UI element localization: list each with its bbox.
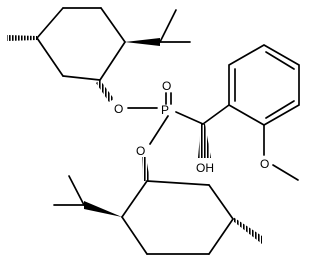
molecule-drawing: O O P O OH O <box>7 7 300 255</box>
phosphonate-core <box>127 92 204 145</box>
ester-hash-bond <box>96 80 114 102</box>
oxygen-label-lower: O <box>136 144 145 158</box>
structure-canvas: O O P O OH O <box>7 7 300 255</box>
isopropyl-wedge-bond <box>125 38 160 46</box>
lower-menthyl-ring <box>53 157 262 255</box>
methyl-hash-bond <box>7 35 37 41</box>
hydroxyl-hash-bond <box>198 124 211 158</box>
oxygen-label-upper: O <box>114 102 123 116</box>
hydroxyl-label: OH <box>196 161 214 175</box>
isopropyl-wedge-bond-lower <box>84 201 122 217</box>
phosphorus-label: P <box>161 103 169 117</box>
double-bond-oxygen-label: O <box>162 79 171 93</box>
methoxyphenyl-group <box>198 44 300 181</box>
methoxy-oxygen-label: O <box>260 157 269 171</box>
methyl-hash-bond-lower <box>233 217 262 244</box>
upper-menthyl-ring <box>7 7 191 102</box>
ester-hash-bond-lower <box>142 157 150 181</box>
